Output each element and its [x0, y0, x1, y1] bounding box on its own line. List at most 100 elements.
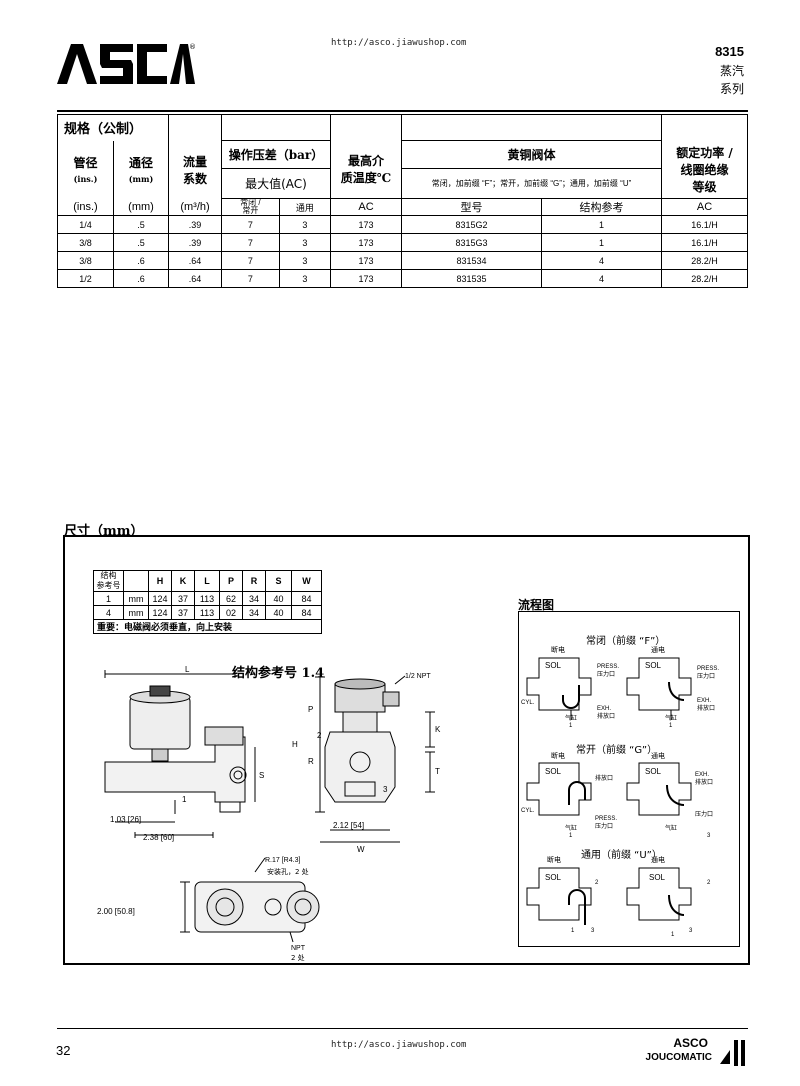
cell-orifice: .6 — [113, 251, 169, 270]
no-off-cyl-cn: 气缸 — [565, 824, 577, 832]
table-row: 4 mm 124 37 113 02 34 40 84 — [93, 605, 322, 620]
col-pressure: 操作压差（bar） — [221, 140, 331, 169]
cell-flow: .39 — [168, 215, 222, 234]
cell-pipe: 1/4 — [57, 215, 114, 234]
col-model: 型号 — [401, 198, 542, 216]
col-ref: 结构参考 — [541, 198, 662, 216]
no-off-sol: SOL — [545, 767, 562, 776]
cell-pipe: 3/8 — [57, 233, 114, 252]
col-flow-unit2: (m³/h) — [168, 198, 222, 216]
u-on-n2: 2 — [707, 880, 711, 886]
dim-h: 124 — [148, 591, 172, 606]
cell-p2: 3 — [278, 215, 332, 234]
no-on-label: 通电 — [651, 751, 665, 760]
spec-table: 规格（公制） 管径(ins.) 通径(mm) 流量 系数 操作压差（bar） 最… — [57, 114, 748, 288]
table-row: 3/8 .5 .39 7 3 173 8315G3 1 16.1/H — [57, 233, 748, 252]
no-off-cyl: CYL. — [521, 808, 535, 814]
u-off-n2: 2 — [595, 880, 599, 886]
dim-212: 2.12 [54] — [333, 821, 364, 830]
nc-off-sol: SOL — [545, 661, 562, 670]
cell-model: 8315G3 — [401, 233, 542, 252]
col-brass: 黄铜阀体 — [401, 140, 662, 169]
dimension-table: 结构 参考号 H K L P R S W 1 mm 124 37 113 62 … — [93, 570, 322, 634]
dim-ref: 1 — [93, 591, 124, 606]
col-pressure-max: 最大值(AC) — [221, 168, 331, 199]
lbl-port3: 3 — [383, 785, 388, 794]
dim-col-h: H — [148, 570, 172, 592]
no-off-exh: 排放口 — [595, 774, 613, 782]
cell-p1: 7 — [221, 269, 280, 288]
registered-mark: ® — [189, 43, 195, 51]
nc-on-press: PRESS. — [697, 666, 719, 672]
cell-p2: 3 — [278, 251, 332, 270]
u-on-n3: 3 — [689, 928, 693, 934]
dim-s: 40 — [265, 605, 292, 620]
cell-power: 16.1/H — [661, 233, 748, 252]
lbl-npt-bottom2: 2 处 — [291, 953, 305, 962]
no-on-n3: 3 — [707, 833, 711, 839]
top-url[interactable]: http://asco.jiawushop.com — [331, 38, 467, 48]
dim-p: 62 — [219, 591, 243, 606]
nc-title: 常闭（前缀 “F”） — [586, 636, 666, 647]
u-off-n1: 1 — [571, 928, 575, 934]
col-orifice-unit2: (mm) — [113, 198, 169, 216]
u-on-sol: SOL — [649, 873, 666, 882]
dim-col-r: R — [242, 570, 266, 592]
col-temp: 最高介 质温度℃ — [340, 154, 392, 186]
col-flow: 流量 系数 — [182, 154, 207, 186]
dim-r: 34 — [242, 605, 266, 620]
nc-on-sol: SOL — [645, 661, 662, 670]
cell-flow: .39 — [168, 233, 222, 252]
dim-p: 02 — [219, 605, 243, 620]
dim-head-ref: 结构 参考号 — [93, 570, 124, 592]
bottom-url[interactable]: http://asco.jiawushop.com — [331, 1040, 467, 1050]
u-off-n3: 3 — [591, 928, 595, 934]
cell-power: 16.1/H — [661, 215, 748, 234]
lbl-R: R — [308, 757, 314, 766]
lbl-S: S — [259, 771, 264, 780]
dim-s: 40 — [265, 591, 292, 606]
lbl-K: K — [435, 725, 441, 734]
dim-103: 1.03 [26] — [110, 815, 141, 824]
col-orifice-unit: (mm) — [128, 174, 154, 184]
dim-l: 113 — [194, 591, 220, 606]
lbl-H: H — [292, 740, 298, 749]
u-off-label: 断电 — [547, 855, 561, 864]
col-orifice: 通径 — [128, 156, 153, 170]
spec-section-title: 规格（公制） — [57, 114, 169, 141]
nc-off-exh: EXH. — [597, 706, 611, 712]
lbl-P: P — [308, 705, 313, 714]
no-off-label: 断电 — [551, 751, 565, 760]
cell-power: 28.2/H — [661, 269, 748, 288]
nc-off-cyl: CYL. — [521, 700, 535, 706]
valve-drawing: L S 1 1.03 [26] 2.38 [60] 1/2 NPT P H R … — [97, 665, 441, 962]
dim-col-p: P — [219, 570, 243, 592]
cell-ref: 1 — [541, 215, 662, 234]
dimensions-frame — [63, 535, 750, 965]
no-on-sol: SOL — [645, 767, 662, 776]
cell-pipe: 3/8 — [57, 251, 114, 270]
lbl-port1-side: 1 — [182, 795, 187, 804]
dim-k: 37 — [171, 605, 195, 620]
flow-title: 流程图 — [518, 598, 555, 612]
nc-off-label: 断电 — [551, 645, 565, 654]
series-number: 8315 — [715, 44, 744, 59]
nc-on-exh: EXH. — [697, 698, 711, 704]
cell-temp: 173 — [330, 251, 402, 270]
nc-off-press: PRESS. — [597, 664, 619, 670]
cell-p2: 3 — [278, 269, 332, 288]
table-row: 1 mm 124 37 113 62 34 40 84 — [93, 591, 322, 606]
col-power: 额定功率 / 线圈绝缘 等级 — [676, 145, 733, 194]
footer-brand-logo: ASCO — [673, 1036, 708, 1050]
no-on-cyl-cn: 气缸 — [665, 824, 677, 832]
nc-on-exh-cn: 排放口 — [697, 704, 715, 712]
u-on-label: 通电 — [651, 855, 665, 864]
cell-ref: 4 — [541, 269, 662, 288]
cell-power: 28.2/H — [661, 251, 748, 270]
footer-brand2: JOUCOMATIC — [645, 1052, 712, 1063]
cell-model: 831534 — [401, 251, 542, 270]
lbl-L: L — [185, 665, 190, 674]
footer-rule — [57, 1028, 748, 1029]
cell-ref: 4 — [541, 251, 662, 270]
u-title: 通用（前缀 “U”） — [581, 850, 662, 861]
